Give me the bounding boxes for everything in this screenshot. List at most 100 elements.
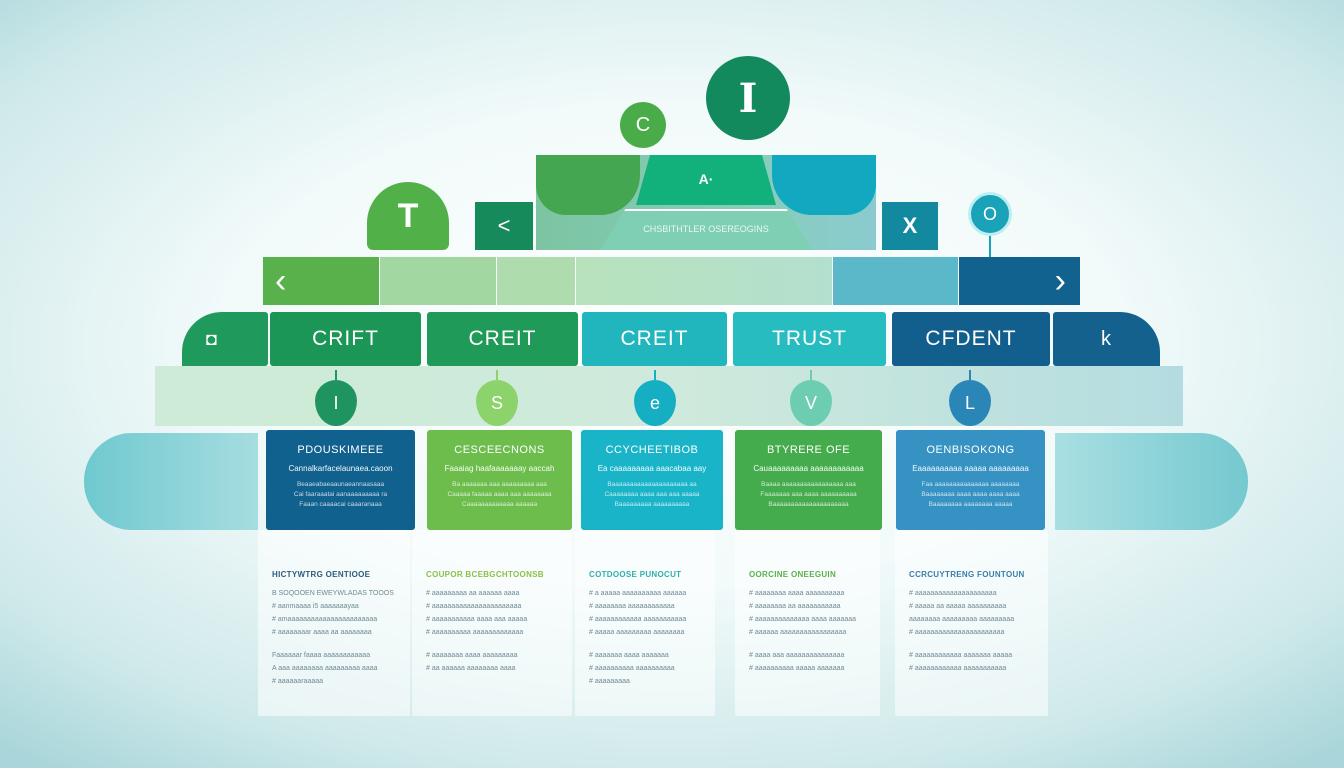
big-circle-badge: I: [706, 56, 790, 140]
panel-list-item: # aaaaaaaaaaaa aaaaaaa aaaaa: [909, 652, 1013, 659]
pin-circle-badge: O: [968, 192, 1012, 236]
left-side-pill: [84, 433, 258, 530]
panel-list-item: aaaaaaaa aaaaaaaaa aaaaaaaaa: [909, 616, 1015, 623]
panel-1: HICTYWTRG OENTIOOE B SOQOOEN EWEYWLADAS T…: [258, 530, 410, 716]
card-line: Baaaaaaaaaaaaaaaaaaaaa: [768, 501, 849, 508]
card-subtitle: Eaaaaaaaaaa aaaaa aaaaaaaaa: [912, 464, 1029, 473]
panel-list-item: # aaaaaaaaaaaa aaaaaaaaaaa: [909, 665, 1007, 672]
pin-l: L: [949, 370, 991, 426]
nav-segment: [380, 257, 496, 305]
card-line: Faaaaaaa aaa aaaa aaaaaaaaaa: [760, 491, 857, 498]
panel-list-item: # aaaaaaa aaaa aaaaaaa: [589, 652, 669, 659]
next-button[interactable]: ›: [959, 257, 1080, 305]
card-line: Ba aaaaaaa aaa aaaaaaaaa aaa: [452, 481, 547, 488]
trapezoid-icon: A·: [698, 171, 714, 187]
label-cfdent[interactable]: CFDENT: [892, 312, 1050, 366]
pin-s: S: [476, 370, 518, 426]
small-circle-badge: C: [620, 102, 666, 148]
trapezoid-caption: CHSBITHTLER OSEREOGINS: [643, 224, 769, 234]
panel-list-item: # aaaaaaaaa aa aaaaaa aaaa: [426, 590, 520, 597]
pin-e: e: [634, 370, 676, 426]
panel-list-item: # aanmaaaa i5 aaaaaaayaa: [272, 603, 359, 610]
panel-3: COTDOOSE PUNOCUT# a aaaaa aaaaaaaaaa aaa…: [575, 530, 715, 716]
panel-2: COUPOR BCEBGCHTOONSB # aaaaaaaaa aa aaaaa…: [412, 530, 572, 716]
panel-list-item: # aa aaaaaa aaaaaaaa aaaa: [426, 665, 516, 672]
panel-list-item: # aaaaaaaar aaaa aa aaaaaaaa: [272, 629, 372, 636]
panel-list-item: # aaaaaaaaaaaaaaaaaaaaaaa: [426, 603, 522, 610]
panel-list-item: # aaaaaaraaaaa: [272, 678, 323, 685]
panel-list-item: # aaaaaaaaaa aaaaa aaaaaaa: [749, 665, 845, 672]
panel-list-item: Faaaaaar faaaa aaaaaaaaaaaa: [272, 652, 371, 659]
panel-list-item: # aaaaaaaaaaaaaa aaaa aaaaaaa: [749, 616, 857, 623]
t-circle-badge: T: [367, 182, 449, 250]
panel-title: COTDOOSE PUNOCUT: [589, 570, 682, 579]
card-line: Beaaeabaeaaunaeannaasaaa: [296, 481, 385, 488]
card-subtitle: Cannalkarfacelaunaea.caoon: [288, 464, 393, 473]
card-line: Baaaaaaaa aaaaaaaa aaaaa: [928, 501, 1013, 508]
label-creit-2[interactable]: CREIT: [582, 312, 727, 366]
panel-list-item: # aaaaa aaaaaaaaa aaaaaaaa: [589, 629, 685, 636]
label-trust[interactable]: TRUST: [733, 312, 886, 366]
panel-title: OORCINE ONEEGUIN: [749, 570, 837, 579]
panel-list-item: # aaaaaaaaaa aaaaaaaaaa: [589, 665, 675, 672]
spacer: [272, 639, 400, 649]
card-title: PDOUSKIMEEE: [297, 444, 384, 456]
card-line: Caaaaa faaaaa aaaa aaa aaaaaaaa: [447, 491, 552, 498]
label-creit[interactable]: CREIT: [427, 312, 578, 366]
card-line: Baaaa aaaaaaaaaaaaaaaaa aaa: [761, 481, 856, 488]
card-title: OENBISOKONG: [926, 444, 1015, 456]
trapezoid-bottom: [600, 209, 812, 250]
panel-4: OORCINE ONEEGUIN # aaaaaaaa aaaa aaaaaaaa…: [735, 530, 880, 716]
pin-v: V: [790, 370, 832, 426]
panel-list-item: # aaaaaaaaaaaaaaaaaaaaa: [909, 590, 997, 597]
card-line: Faaan caaaacai caaaranaaa: [299, 501, 382, 508]
trapezoid-top: [636, 155, 776, 205]
card-line: Caaaaaaaa aaaa aaa aaa aaaaa: [604, 491, 700, 498]
panel-list-item: # aaaaaaaa aaaaaaaaaaaa: [589, 603, 675, 610]
spacer: [749, 639, 870, 649]
close-square-button[interactable]: X: [882, 202, 938, 250]
panel-list-item: # aaaaaaaa aaaa aaaaaaaaaa: [749, 590, 845, 597]
spacer: [909, 639, 1038, 649]
panel-title: HICTYWTRG OENTIOOE: [272, 570, 371, 579]
panel-list-item: # aaaaaaaa aaaa aaaaaaaaa: [426, 652, 518, 659]
panel-list-item: # aaaa aaa aaaaaaaaaaaaaaa: [749, 652, 845, 659]
panel-list-item: # aaaaaaaaaa aaaaaaaaaaaaa: [426, 629, 524, 636]
panel-list-item: # aaaaa aa aaaaa aaaaaaaaaa: [909, 603, 1007, 610]
left-cap: ◘: [182, 312, 268, 366]
nav-segment: [576, 257, 832, 305]
left-square-button[interactable]: <: [475, 202, 533, 250]
panel-list-item: B SOQOOEN EWEYWLADAS TOOOS: [272, 590, 394, 597]
card-line: Faa aaaaaaaaaaaaaaa aaaaaaaa: [921, 481, 1020, 488]
trapezoid-right-tab: [772, 155, 876, 215]
label-crift[interactable]: CRIFT: [270, 312, 421, 366]
panel-list-item: # aaaaaaaaaaaa aaaaaaaaaaa: [589, 616, 687, 623]
card-title: BTYRERE OFE: [766, 444, 851, 456]
panel-list-item: # aaaaaaaaaaaaaaaaaaaaaaa: [909, 629, 1005, 636]
nav-segment: [833, 257, 958, 305]
panel-list-item: # aaaaaa aaaaaaaaaaaaaaaaa: [749, 629, 847, 636]
panel-list-item: # amaaaaaaaaaaaaaaaaaaaaaaa: [272, 616, 378, 623]
card-title: CESCEECNONS: [454, 444, 545, 456]
panel-list-item: # aaaaaaaaa: [589, 678, 630, 685]
card-title: CCYCHEETIBOB: [605, 444, 699, 456]
panel-list-item: # aaaaaaaaaaa aaaa aaa aaaaa: [426, 616, 528, 623]
card-subtitle: Faaaiag haafaaaaaaay aaccah: [444, 464, 555, 473]
panel-title: COUPOR BCEBGCHTOONSB: [426, 570, 544, 579]
panel-list-item: # aaaaaaaa aa aaaaaaaaaaa: [749, 603, 841, 610]
panel-5: CCRCUYTRENG FOUNTOUN# aaaaaaaaaaaaaaaaaa…: [895, 530, 1048, 716]
prev-button[interactable]: ‹: [263, 257, 379, 305]
nav-segment: [497, 257, 575, 305]
card-subtitle: Cauaaaaaaaaa aaaaaaaaaaaa: [753, 464, 864, 473]
right-cap: k: [1053, 312, 1160, 366]
card-line: Caaaaaaaaaaaaa aaaaaa: [461, 501, 538, 508]
card-line: Baaaaaaaa aaaa aaaa aaaa aaaa: [921, 491, 1020, 498]
pin-stem: [989, 230, 991, 258]
panel-list-item: A aaa aaaaaaaa aaaaaaaaa aaaa: [272, 665, 378, 672]
top-trapezoid-block: A· CHSBITHTLER OSEREOGINS: [536, 155, 876, 250]
